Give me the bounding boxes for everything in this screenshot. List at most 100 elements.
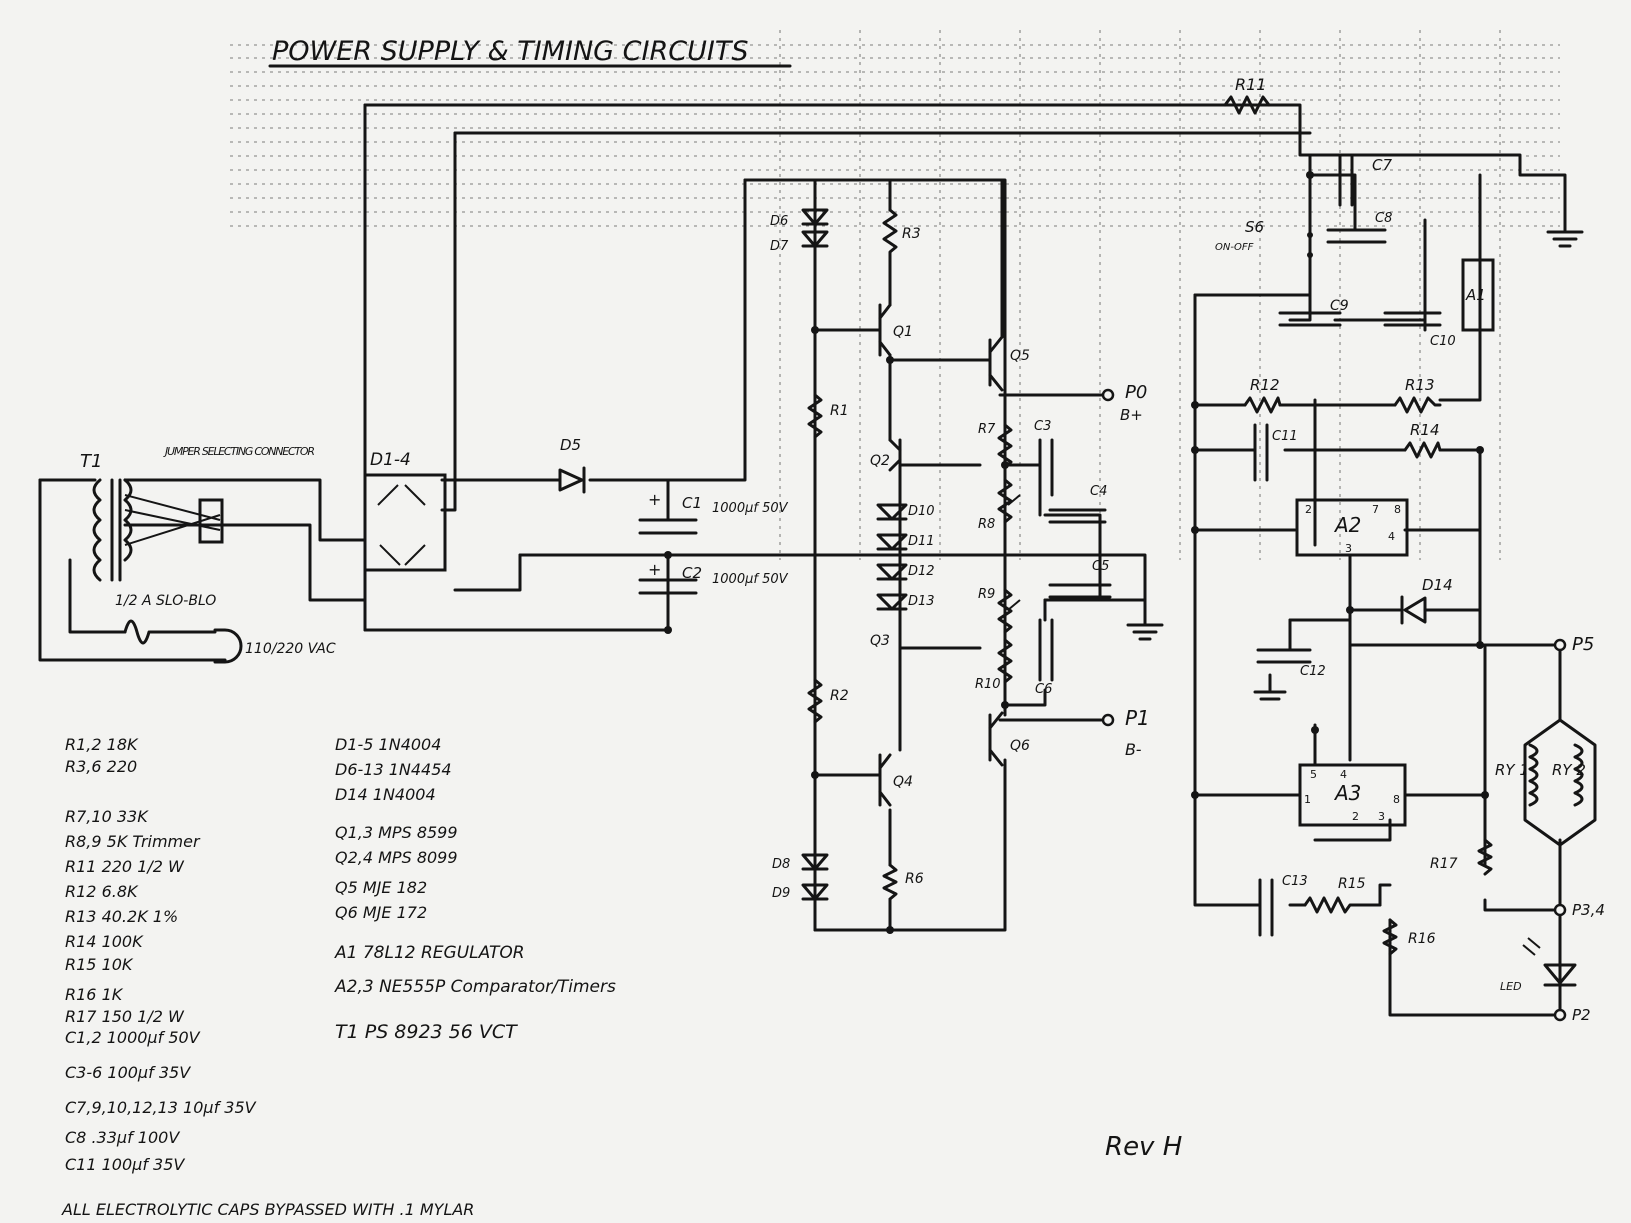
resistor-r16: R16 — [1382, 918, 1436, 956]
r3-label: R3 — [902, 226, 921, 242]
parts-list-left: R1,2 18K R3,6 220 R7,10 33K R8,9 5K Trim… — [65, 735, 257, 1174]
parts-left-item: R14 100K — [65, 932, 144, 951]
mains-plug: 110/220 VAC — [213, 628, 336, 664]
resistor-r11: R11 — [1223, 75, 1271, 115]
c2-label: C2 — [682, 564, 702, 582]
c2-value: 1000µf 50V — [712, 572, 789, 587]
resistor-r2: R2 — [807, 678, 849, 724]
c1-value: 1000µf 50V — [712, 501, 789, 516]
q4-label: Q4 — [893, 774, 913, 790]
r9-label: R9 — [978, 587, 995, 602]
p1-label: P1 — [1125, 706, 1150, 730]
terminal-p0: P0 B+ — [1101, 382, 1147, 424]
resistor-r10: R10 — [975, 638, 1013, 692]
parts-right-item: D6-13 1N4454 — [335, 760, 452, 779]
r1-label: R1 — [830, 403, 849, 419]
parts-left-item: C8 .33µf 100V — [65, 1128, 180, 1147]
parts-right-item: A1 78L12 REGULATOR — [334, 943, 525, 963]
diodes-d8-d9: D8 D9 — [772, 853, 829, 901]
a1-label: A1 — [1465, 286, 1486, 304]
resistor-r3: R3 — [882, 208, 921, 262]
a2-pin3: 3 — [1345, 542, 1352, 555]
capacitor-c11: C11 — [1253, 423, 1298, 482]
parts-left-item: R3,6 220 — [65, 757, 137, 776]
resistor-r12: R12 — [1243, 376, 1282, 414]
r8-label: R8 — [978, 517, 995, 532]
q5-label: Q5 — [1010, 348, 1030, 364]
r17-label: R17 — [1430, 856, 1458, 872]
resistor-r17: R17 — [1430, 838, 1493, 876]
parts-right-item: D14 1N4004 — [335, 785, 436, 804]
capacitor-c5: C5 — [1048, 559, 1112, 599]
p5-label: P5 — [1572, 634, 1594, 655]
r12-label: R12 — [1250, 376, 1280, 394]
wiring — [38, 103, 1567, 1017]
d5-label: D5 — [560, 436, 581, 454]
p0-label: P0 — [1125, 382, 1147, 403]
svg-text:+: + — [648, 490, 661, 509]
parts-right-item: Q2,4 MPS 8099 — [335, 848, 458, 867]
a3-label: A3 — [1333, 781, 1361, 805]
q2-label: Q2 — [870, 453, 890, 469]
parts-left-item: C11 100µf 35V — [65, 1155, 185, 1174]
a2-pin4: 4 — [1388, 530, 1395, 543]
capacitor-c2: + C2 1000µf 50V — [638, 560, 789, 595]
junction-dots — [664, 171, 1489, 934]
parts-left-item: R15 10K — [65, 955, 134, 974]
page-title: POWER SUPPLY & TIMING CIRCUITS — [272, 36, 748, 67]
c1-label: C1 — [682, 494, 702, 512]
parts-left-item: R7,10 33K — [65, 807, 149, 826]
a2-label: A2 — [1333, 513, 1361, 537]
transistor-q3: Q3 — [870, 633, 902, 667]
capacitor-c7: C7 — [1338, 153, 1392, 207]
parts-left-item: C7,9,10,12,13 10µf 35V — [65, 1098, 257, 1117]
bridge-label: D1-4 — [370, 450, 411, 470]
c8-label: C8 — [1375, 211, 1392, 226]
a3-pin5: 5 — [1310, 768, 1317, 781]
d10-label: D10 — [908, 504, 935, 519]
c9-label: C9 — [1330, 298, 1349, 314]
r16-label: R16 — [1408, 931, 1436, 947]
r6-label: R6 — [905, 871, 924, 887]
d12-label: D12 — [908, 564, 935, 579]
parts-left-item: R13 40.2K 1% — [65, 907, 178, 926]
revision-label: Rev H — [1105, 1132, 1182, 1162]
parts-right-item: D1-5 1N4004 — [335, 735, 441, 754]
c10-label: C10 — [1430, 334, 1456, 349]
resistor-r15: R15 — [1303, 876, 1382, 914]
d14-label: D14 — [1422, 576, 1453, 594]
c5-label: C5 — [1092, 559, 1109, 574]
q6-label: Q6 — [1010, 738, 1030, 754]
timer-a2: A2 2 7 8 3 4 — [1295, 498, 1409, 557]
parts-right-item: Q5 MJE 182 — [335, 878, 427, 897]
bridge-rectifier: D1-4 — [363, 450, 447, 572]
a3-pin2: 2 — [1352, 810, 1359, 823]
parts-right-item: T1 PS 8923 56 VCT — [335, 1021, 518, 1043]
p1-sub: B- — [1125, 740, 1142, 759]
a3-pin4: 4 — [1340, 768, 1347, 781]
led: LED — [1500, 937, 1577, 993]
parts-left-item: R12 6.8K — [65, 882, 139, 901]
transistor-q1: Q1 — [878, 303, 913, 357]
jumper-connector: JUMPER SELECTING CONNECTOR — [124, 445, 315, 546]
terminal-p1: P1 B- — [1101, 706, 1150, 759]
footnote: ALL ELECTROLYTIC CAPS BYPASSED WITH .1 M… — [61, 1200, 474, 1219]
capacitor-c10: C10 — [1383, 311, 1456, 349]
capacitor-c8: C8 — [1326, 211, 1392, 244]
t1-label: T1 — [80, 451, 102, 472]
diode-d14: D14 — [1400, 576, 1453, 625]
a3-pin3: 3 — [1378, 810, 1385, 823]
terminal-p2: P2 — [1553, 1006, 1591, 1024]
c13-label: C13 — [1282, 874, 1308, 889]
parts-left-item: R11 220 1/2 W — [65, 857, 185, 876]
ground-symbol — [1126, 230, 1584, 701]
ry2-label: RY 2 — [1552, 761, 1586, 779]
r7-label: R7 — [978, 422, 996, 437]
a3-pin8: 8 — [1393, 793, 1400, 806]
capacitor-c3: C3 — [1034, 419, 1054, 497]
a2-pin2: 2 — [1305, 503, 1312, 516]
relay-coil: RY 1 RY 2 — [1495, 718, 1597, 847]
c3-label: C3 — [1034, 419, 1051, 434]
parts-left-item: C1,2 1000µf 50V — [65, 1028, 201, 1047]
